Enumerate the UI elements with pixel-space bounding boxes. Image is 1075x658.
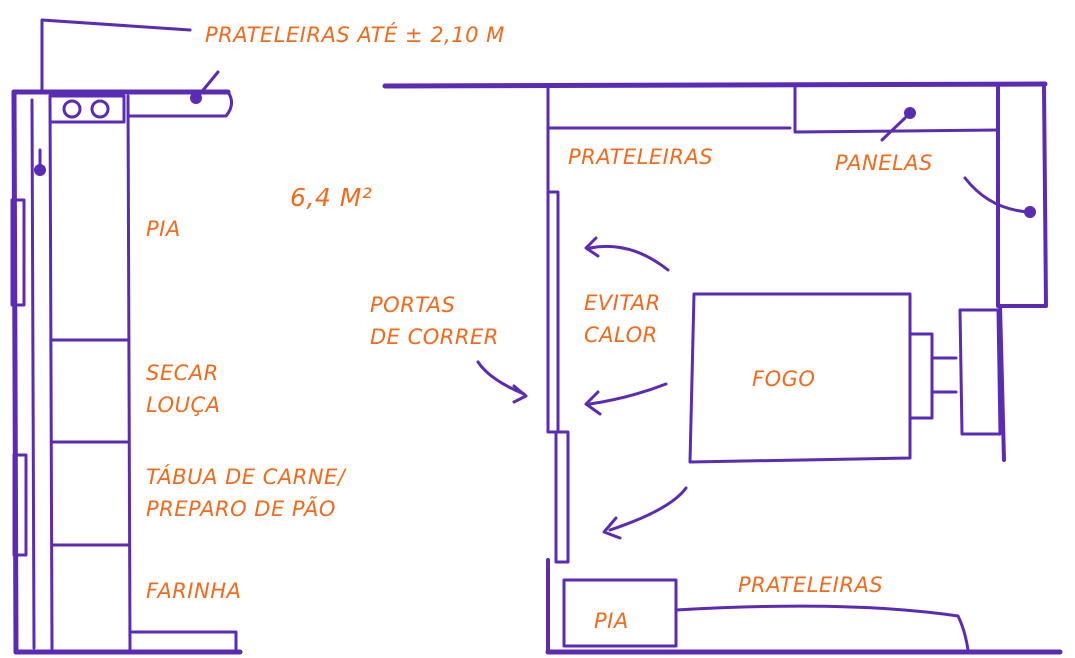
shelves-bottom-label: PRATELEIRAS [738, 573, 883, 597]
stove-vent [908, 332, 958, 420]
meat-board-line-2: PREPARO DE PÃO [146, 495, 336, 521]
top-shelves [546, 86, 792, 192]
stove-wall [998, 304, 1006, 462]
pans-shelf [793, 86, 1000, 134]
dish-drying-line-1: SECAR [146, 361, 219, 385]
pans-curve [963, 176, 1032, 214]
shelf-pointer-dot [190, 92, 202, 104]
left-inner-wall [30, 98, 36, 650]
shelves-top-label: PRATELEIRAS [568, 145, 713, 169]
left-room-walls [10, 18, 243, 655]
heat-arrow-2-head [584, 390, 602, 416]
heat-arrow-3 [608, 486, 688, 532]
pans-curve-dot [1024, 206, 1036, 218]
left-window-2 [12, 453, 28, 557]
heat-arrow-1-head [584, 236, 600, 258]
burner-2 [90, 99, 110, 119]
burner-box [48, 94, 126, 124]
stove [688, 292, 912, 464]
burner-1 [62, 99, 82, 119]
right-room-walls [382, 81, 1063, 655]
pans-label: PANELAS [835, 151, 933, 175]
sliding-doors-line-2: DE CORRER [370, 325, 499, 349]
top-cabinet [126, 90, 233, 118]
sliding-doors-line-1: PORTAS [370, 293, 455, 317]
heat-arrow-1 [588, 244, 670, 272]
bottom-shelf-line [674, 604, 970, 652]
avoid-heat-line-2: CALOR [584, 323, 658, 347]
sliding-door-bottom [554, 430, 570, 564]
left-window-1 [10, 198, 26, 307]
stove-label: FOGO [752, 367, 815, 391]
meat-board-line-1: TÁBUA DE CARNE/ [146, 464, 347, 489]
stove-side-cabinet [958, 308, 1002, 436]
pans-column [996, 84, 1048, 308]
heat-arrow-3-head [602, 516, 622, 540]
sink-label: PIA [146, 217, 181, 241]
sliding-door-top [546, 190, 560, 434]
left-counter [48, 94, 132, 652]
shelves-height-note: PRATELEIRAS ATÉ ± 2,10 M [205, 22, 505, 47]
bottom-sink [562, 578, 678, 648]
sink-bottom-label: PIA [594, 609, 629, 633]
heat-arrow-2 [588, 382, 668, 406]
flour-label: FARINHA [146, 579, 241, 603]
labels: PRATELEIRAS ATÉ ± 2,10 M 6,4 M² PIA SECA… [146, 22, 933, 633]
avoid-heat-line-1: EVITAR [584, 291, 661, 315]
pans-pointer [880, 116, 907, 142]
dish-drying-line-2: LOUÇA [146, 393, 220, 417]
door-arrow-head [512, 384, 528, 404]
bottom-cabinet [128, 630, 238, 654]
area-label: 6,4 M² [290, 183, 372, 212]
left-outer-wall [11, 89, 19, 655]
shelf-leader-line [40, 18, 192, 94]
right-top-wall [382, 81, 1048, 89]
pans-pointer-dot [904, 107, 916, 119]
